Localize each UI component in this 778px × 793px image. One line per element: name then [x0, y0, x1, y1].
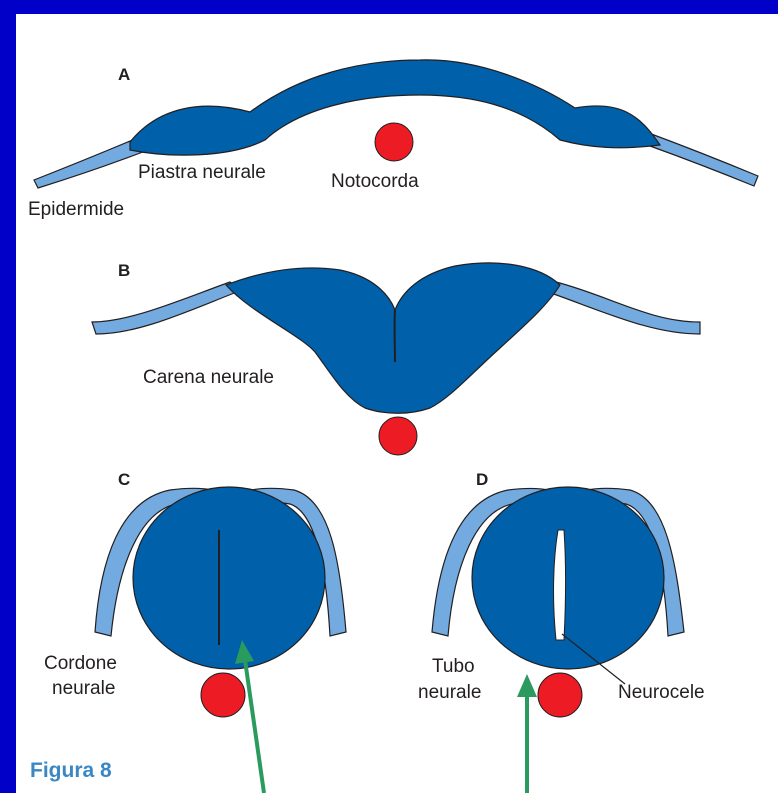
neural-rod-label-line1: Cordone	[44, 653, 117, 674]
neural-rod-label-line2: neurale	[52, 678, 115, 699]
notochord-b	[379, 417, 417, 455]
figure-caption: Figura 8	[30, 759, 112, 782]
stage-d-diagram: D Tubo neurale Neurocele	[418, 470, 705, 717]
notochord-label: Notocorda	[331, 171, 419, 192]
stage-b-diagram: B Carena neurale	[92, 261, 700, 455]
stage-c-diagram: C Cordone neurale	[44, 470, 346, 717]
neural-keel-label: Carena neurale	[143, 367, 274, 388]
panel-letter-b: B	[118, 261, 130, 280]
epidermis-b-left	[92, 282, 242, 334]
neural-tube-shape	[472, 487, 664, 669]
neural-keel-shape	[226, 263, 560, 413]
epidermis-a-right	[646, 132, 758, 186]
arrow-d-head	[517, 674, 537, 697]
arrow-c-shaft	[245, 660, 264, 793]
neural-rod-shape	[133, 487, 325, 669]
neurocoel-cavity	[554, 530, 566, 640]
annotation-arrows	[235, 640, 537, 793]
notochord-c	[201, 673, 245, 717]
neural-tube-label-line1: Tubo	[432, 656, 475, 677]
panel-letter-a: A	[118, 65, 130, 84]
epidermis-label: Epidermide	[28, 199, 124, 220]
neural-tube-label-line2: neurale	[418, 682, 481, 703]
epidermis-b-right	[548, 282, 700, 334]
stage-a-diagram: A Piastra neurale Notocorda Epidermide	[28, 60, 758, 220]
neural-plate-label: Piastra neurale	[138, 162, 266, 183]
panel-letter-d: D	[476, 470, 488, 489]
panel-letter-c: C	[118, 470, 130, 489]
notochord-d	[538, 673, 582, 717]
notochord-a	[375, 123, 413, 161]
neurocoel-label: Neurocele	[618, 682, 705, 703]
